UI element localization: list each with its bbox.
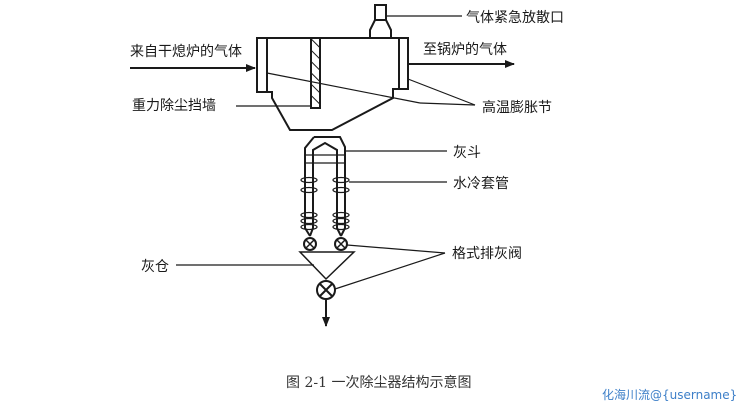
gravity-baffle-wall — [310, 37, 321, 109]
label-water-jacket: 水冷套管 — [453, 176, 509, 192]
emergency-vent-stack — [369, 4, 392, 39]
leader-rotary-valve-2 — [334, 252, 446, 290]
label-outlet-gas: 至锅炉的气体 — [423, 42, 507, 58]
leader-rotary-valve-1 — [346, 244, 446, 254]
label-ash-bin: 灰仓 — [141, 259, 169, 275]
left-expansion-joint — [256, 37, 268, 93]
label-expansion-joint: 高温膨胀节 — [482, 100, 552, 116]
label-emergency-vent: 气体紧急放散口 — [466, 10, 564, 26]
watermark: 化海川流@{username} — [602, 388, 738, 402]
ash-hopper — [304, 136, 346, 164]
rotary-valve-left — [303, 237, 317, 251]
label-ash-hopper: 灰斗 — [453, 145, 481, 161]
leader-expansion-joint-1 — [407, 78, 476, 106]
label-rotary-valve: 格式排灰阀 — [452, 246, 522, 262]
rotary-valve-bottom — [316, 280, 336, 300]
water-jacket-tubes — [300, 163, 350, 237]
main-chamber — [256, 37, 421, 131]
figure-caption: 图 2-1 一次除尘器结构示意图 — [286, 375, 472, 391]
right-expansion-joint — [398, 37, 409, 90]
label-gravity-baffle: 重力除尘挡墙 — [132, 98, 216, 114]
rotary-valve-right — [334, 237, 348, 251]
leader-expansion-joint-2 — [419, 102, 476, 106]
label-inlet-gas: 来自干熄炉的气体 — [130, 44, 242, 60]
